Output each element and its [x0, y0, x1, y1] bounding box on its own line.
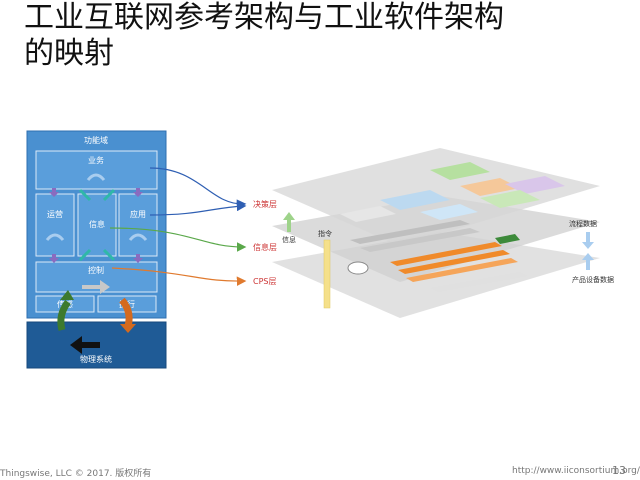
command-bar	[323, 239, 331, 309]
teal-arrow-icon	[78, 248, 92, 262]
layered-architecture: 指令 信息 流程数据 产品设备数据	[272, 148, 614, 318]
teal-arrow-icon	[78, 188, 92, 202]
physical-system-label: 物理系统	[80, 354, 112, 364]
information-box	[77, 193, 117, 257]
business-label: 业务	[88, 155, 104, 165]
decision-layer-label: 决策层	[253, 199, 277, 209]
device-icon	[347, 261, 369, 275]
operations-label: 运营	[47, 209, 63, 219]
process-data-label: 流程数据	[569, 219, 597, 228]
footer-url[interactable]: http://www.iiconsortium.org/IIRA	[512, 466, 640, 476]
black-arrow-icon	[70, 336, 100, 354]
information-label: 信息	[89, 219, 105, 229]
decision-tile	[430, 162, 490, 180]
information-layer-label: 信息层	[253, 242, 277, 252]
purple-arrow-icon	[49, 188, 59, 197]
physical-system-panel: 物理系统	[26, 321, 167, 369]
application-cycle-icon	[128, 233, 148, 241]
green-block	[495, 234, 520, 244]
application-label: 应用	[130, 209, 146, 219]
title-line-1: 工业互联网参考架构与工业软件架构	[24, 0, 504, 35]
orange-downward-arrow-icon	[119, 297, 133, 327]
cps-layer-label: CPS层	[253, 277, 277, 286]
decision-tile	[340, 206, 396, 222]
info-up-arrow-icon	[283, 212, 295, 232]
decision-tile	[420, 204, 478, 220]
business-cycle-icon	[86, 173, 106, 181]
orange-bar	[390, 242, 502, 266]
orange-arrow-head-icon	[120, 324, 136, 333]
page-number: 13	[612, 464, 626, 477]
control-flow-arrow-icon	[82, 280, 110, 294]
orange-bar	[398, 250, 510, 274]
decision-tile	[380, 190, 450, 210]
purple-arrow-icon	[49, 254, 59, 263]
purple-arrow-icon	[133, 188, 143, 197]
teal-arrow-icon	[102, 188, 116, 202]
footer-copyright: Thingswise, LLC © 2017. 版权所有	[0, 469, 152, 479]
purple-arrow-icon	[133, 254, 143, 263]
green-upward-arrow-icon	[57, 299, 71, 331]
decision-tile	[505, 176, 565, 194]
command-label: 指令	[318, 229, 332, 238]
process-data-down-arrow-icon	[582, 232, 594, 249]
product-equipment-data-label: 产品设备数据	[572, 275, 614, 284]
orange-bar	[406, 258, 518, 282]
cps-row	[430, 272, 528, 292]
decision-tile	[460, 178, 520, 196]
operations-cycle-icon	[45, 233, 65, 241]
title-line-2: 的映射	[24, 36, 114, 71]
operations-box	[35, 193, 75, 257]
decision-connector-arrow	[149, 201, 247, 216]
equipment-data-up-arrow-icon	[582, 253, 594, 270]
functional-domain-label: 功能域	[84, 135, 108, 145]
application-box	[118, 193, 158, 257]
cps-connector-arrow	[111, 267, 247, 286]
gray-row	[350, 220, 470, 244]
page-title: 工业互联网参考架构与工业软件架构 的映射	[24, 0, 504, 72]
control-label: 控制	[88, 265, 104, 275]
decision-tile	[480, 190, 540, 208]
information-connector-arrow	[109, 227, 247, 252]
business-box	[35, 150, 158, 190]
decision-connector-arrow	[149, 167, 247, 210]
teal-arrow-icon	[102, 248, 116, 262]
gray-row	[360, 228, 480, 252]
info-label: 信息	[282, 235, 296, 244]
green-arrow-head-icon	[60, 290, 74, 300]
functional-domain-panel: 功能域 业务 运营 信息 应用 控制 传感 执行	[26, 130, 167, 319]
